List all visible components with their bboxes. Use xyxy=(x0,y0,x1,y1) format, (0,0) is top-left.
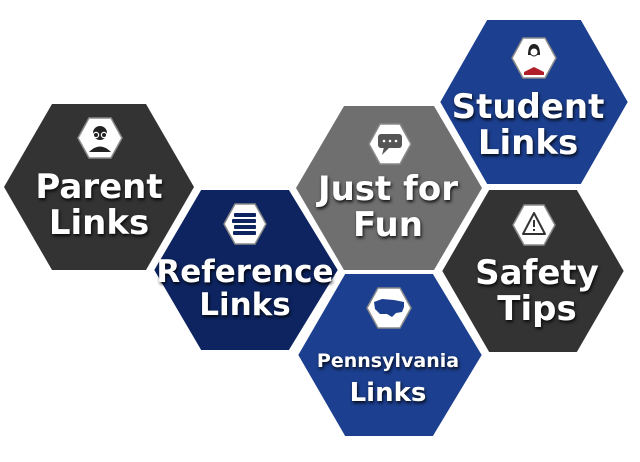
parent-links-hex[interactable] xyxy=(4,104,194,270)
student-reading-icon xyxy=(511,37,557,79)
pennsylvania-links-hex[interactable] xyxy=(293,270,487,440)
reference-links-hex[interactable] xyxy=(149,186,343,354)
usa-map-icon xyxy=(366,287,412,329)
just-for-fun-hex[interactable] xyxy=(296,106,482,270)
speech-bubble-icon xyxy=(368,123,412,165)
teacher-glasses-icon xyxy=(77,117,123,159)
warning-triangle-icon xyxy=(512,204,556,246)
safety-tips-hex[interactable] xyxy=(437,186,629,356)
student-links-hex[interactable] xyxy=(435,16,633,188)
book-stack-icon xyxy=(223,203,267,245)
